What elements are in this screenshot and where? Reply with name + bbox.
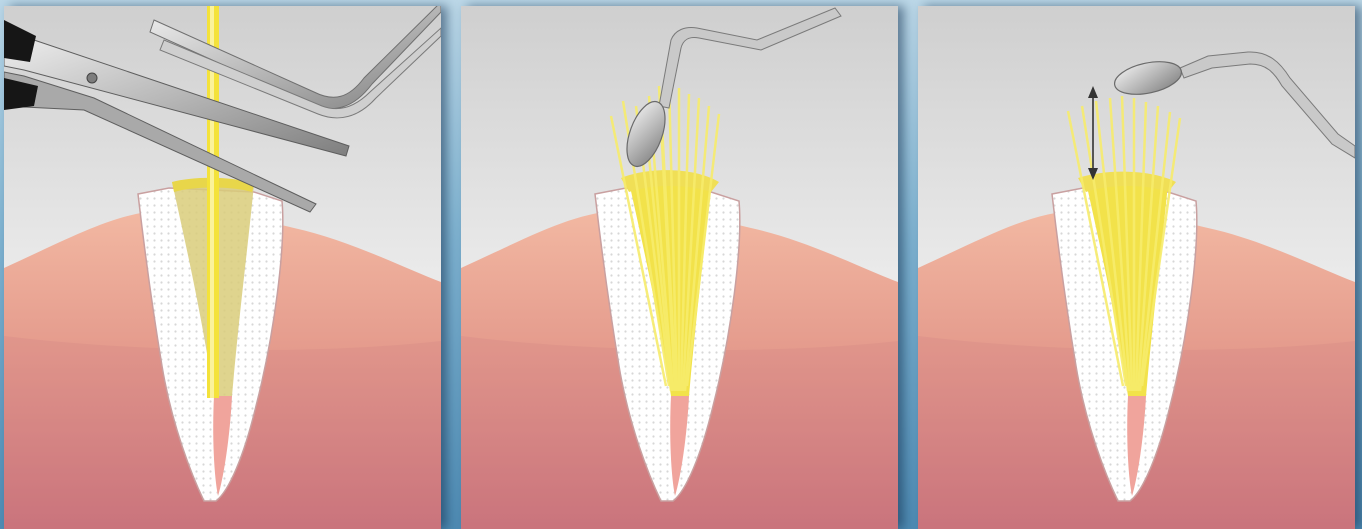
panel-step-2 [461, 6, 898, 529]
panel-step-1 [4, 6, 441, 529]
panel-step-3 [918, 6, 1355, 529]
